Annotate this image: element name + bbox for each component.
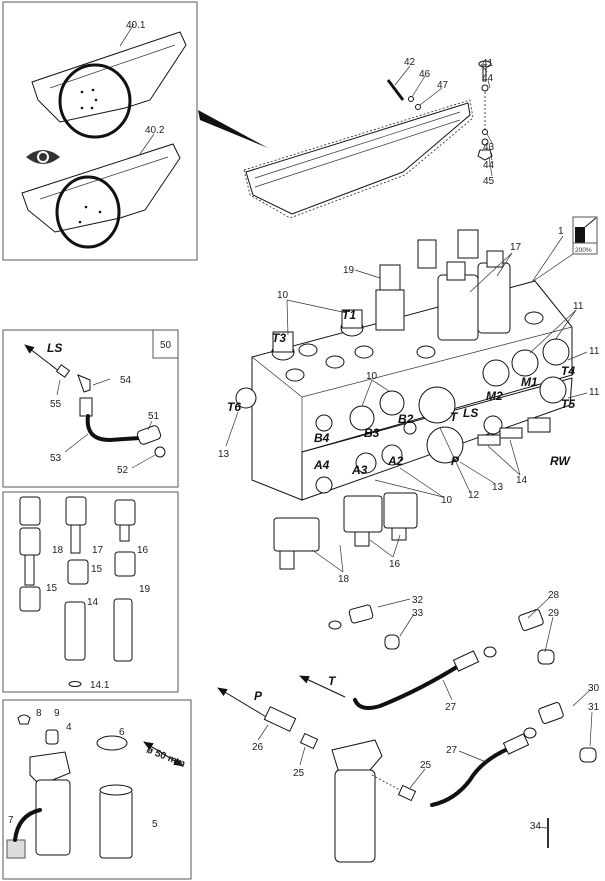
port-b2: B2 <box>398 412 414 426</box>
callout-14-spare: 14 <box>87 597 99 608</box>
callout-40-1: 40.1 <box>126 20 146 31</box>
callout-34: 34 <box>530 821 542 832</box>
callout-10-bottom: 10 <box>441 495 453 506</box>
callout-15-a: 15 <box>91 564 103 575</box>
callout-18-spare: 18 <box>52 545 64 556</box>
magnify-icon[interactable]: 200% <box>572 216 598 255</box>
callout-10-mid: 10 <box>366 371 378 382</box>
callout-8: 8 <box>36 708 42 719</box>
callout-47: 47 <box>437 80 449 91</box>
callout-33: 33 <box>412 608 424 619</box>
callout-25-b: 25 <box>420 760 432 771</box>
callout-46: 46 <box>419 69 431 80</box>
callout-54: 54 <box>120 375 132 386</box>
callout-1: 1 <box>558 226 564 237</box>
hose-callouts: 32 33 28 29 27 26 25 25 30 31 27 34 <box>252 590 600 832</box>
callout-55: 55 <box>50 399 62 410</box>
zoom-label: 200% <box>575 247 592 254</box>
port-t: T <box>450 410 459 424</box>
callout-26: 26 <box>252 742 264 753</box>
callout-10-top: 10 <box>277 290 289 301</box>
bracket-detail-panel: 40.1 40.2 <box>2 1 198 261</box>
port-t1: T1 <box>342 308 356 322</box>
callout-16: 16 <box>389 559 401 570</box>
callout-6: 6 <box>119 727 125 738</box>
callout-13-right: 13 <box>492 482 504 493</box>
bracket-40-1: 40.1 <box>31 20 187 139</box>
port-t4: T4 <box>561 364 575 378</box>
callout-52: 52 <box>117 465 129 476</box>
callout-53: 53 <box>50 453 62 464</box>
valve-block <box>235 229 573 570</box>
port-t5: T5 <box>561 397 575 411</box>
eye-icon <box>26 150 60 164</box>
callout-14-1: 14.1 <box>90 680 110 691</box>
callout-44: 44 <box>482 73 494 84</box>
callout-11-a: 11 <box>573 301 584 312</box>
callout-28: 28 <box>548 590 560 601</box>
callout-17: 17 <box>510 242 522 253</box>
filter-diameter-dimension: ø 50 mm <box>145 745 187 770</box>
cartridges-panel: 18 17 16 15 15 14 19 14.1 <box>2 491 179 693</box>
port-labels: T1 T3 T4 M1 M2 T5 T6 B2 T LS B4 B3 A4 A3… <box>227 308 575 477</box>
callout-15-b: 15 <box>46 583 58 594</box>
callout-9: 9 <box>54 708 60 719</box>
callout-12: 12 <box>468 490 480 501</box>
callout-51: 51 <box>148 411 160 422</box>
callout-25-a: 25 <box>293 768 305 779</box>
callout-19: 19 <box>343 265 355 276</box>
callout-16-spare: 16 <box>137 545 149 556</box>
port-a4: A4 <box>313 458 330 472</box>
hose-assembly: T P <box>217 604 597 863</box>
callout-27-top: 27 <box>445 702 457 713</box>
fastener-callouts: 42 46 47 41 44 43 44 45 <box>394 57 495 187</box>
bolt-42 <box>386 79 421 110</box>
callout-31: 31 <box>588 702 600 713</box>
callout-7: 7 <box>8 815 14 826</box>
port-m1: M1 <box>521 375 538 389</box>
ls-arrow <box>24 344 61 373</box>
callout-40-2: 40.2 <box>145 125 165 136</box>
callout-42: 42 <box>404 57 416 68</box>
callout-13-left: 13 <box>218 449 230 460</box>
p-direction-label: P <box>254 689 263 703</box>
callout-30: 30 <box>588 683 600 694</box>
kit-number-50: 50 <box>160 340 172 351</box>
callout-17-spare: 17 <box>92 545 104 556</box>
valve-block-callouts: 1 17 19 10 11 11 11 10 13 13 12 10 14 18… <box>218 226 600 585</box>
callout-14: 14 <box>516 475 528 486</box>
ls-kit-panel: 50 LS 54 55 51 53 52 <box>2 329 179 488</box>
detail-pointer <box>198 110 268 148</box>
port-b3: B3 <box>364 426 380 440</box>
callout-19-spare: 19 <box>139 584 151 595</box>
port-t3: T3 <box>272 331 286 345</box>
port-p: P <box>451 454 460 468</box>
port-a3: A3 <box>351 463 368 477</box>
mounting-bracket <box>243 99 474 219</box>
callout-45: 45 <box>483 176 495 187</box>
filter-kit-panel: 8 9 4 6 5 7 ø 50 mm <box>2 699 192 880</box>
port-ls: LS <box>463 406 478 420</box>
ls-direction-label: LS <box>47 341 62 355</box>
port-m2: M2 <box>486 389 503 403</box>
port-b4: B4 <box>314 431 330 445</box>
port-rw: RW <box>550 454 571 468</box>
callout-18: 18 <box>338 574 350 585</box>
callout-44b: 44 <box>483 160 495 171</box>
callout-11-b: 11 <box>589 346 600 357</box>
bracket-40-2: 40.2 <box>21 125 181 249</box>
callout-41: 41 <box>482 58 494 69</box>
callout-11-c: 11 <box>589 387 600 398</box>
callout-32: 32 <box>412 595 424 606</box>
port-a2: A2 <box>387 454 404 468</box>
port-t6: T6 <box>227 400 241 414</box>
callout-27-bottom: 27 <box>446 745 458 756</box>
callout-43: 43 <box>483 142 495 153</box>
callout-29: 29 <box>548 608 560 619</box>
callout-4: 4 <box>66 722 72 733</box>
t-direction-label: T <box>328 674 337 688</box>
callout-5: 5 <box>152 819 158 830</box>
